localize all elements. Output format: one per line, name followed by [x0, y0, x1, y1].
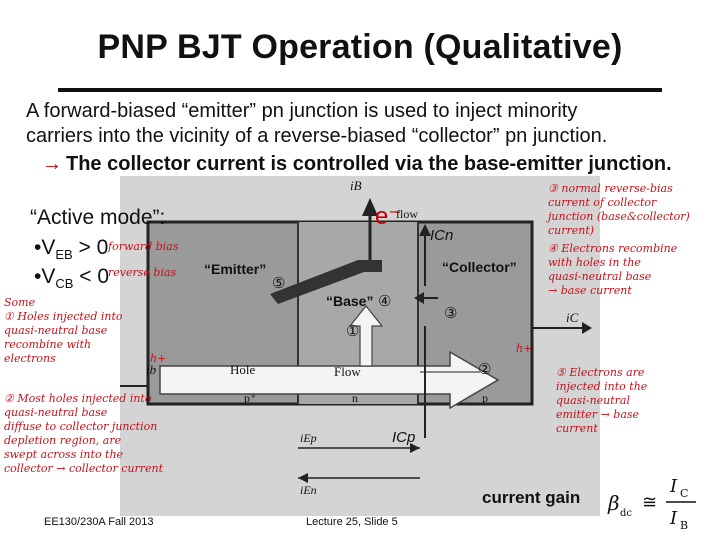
circled-3: ③	[444, 305, 457, 322]
electron-flow-arrow	[270, 260, 382, 304]
current-gain-label: current gain	[482, 488, 581, 507]
intro-line-3-text: The collector current is controlled via …	[66, 153, 672, 175]
note-right-3-line: current)	[548, 224, 595, 237]
note-left-2-line: diffuse to collector junction	[4, 420, 158, 433]
formula-approx: ≅	[642, 492, 657, 513]
note-right-4-line: ④ Electrons recombine	[548, 242, 678, 255]
cond-vcb-value: < 0	[73, 265, 110, 288]
active-mode-title: “Active mode”:	[30, 206, 166, 229]
base-lead-arrow-icon	[362, 198, 378, 216]
circled-2: ②	[478, 361, 491, 378]
footer-course: EE130/230A Fall 2013	[44, 516, 154, 528]
intro-line-3: →The collector current is controlled via…	[42, 153, 672, 176]
formula-beta: β	[607, 491, 620, 515]
note-left-1-line: ① Holes injected into	[4, 310, 123, 323]
cond-veb-v: •V	[34, 236, 56, 259]
cond-vcb-v: •V	[34, 265, 56, 288]
label-icn: ICn	[430, 227, 453, 244]
note-left-1: Some ① Holes injected into quasi-neutral…	[4, 296, 123, 366]
label-p-plus: p⁺	[244, 391, 256, 405]
note-right-3-line: ③ normal reverse-bias	[548, 182, 673, 195]
title-underline	[58, 88, 662, 92]
formula-denominator: I	[669, 508, 678, 529]
intro-line-1: A forward-biased “emitter” pn junction i…	[26, 100, 578, 122]
note-right-3-line: junction (base&collector)	[548, 210, 690, 223]
condition-vcb: •VCB < 0	[34, 265, 109, 291]
label-ic: iC	[566, 310, 579, 325]
ic-arrow-icon	[582, 322, 592, 334]
current-gain-formula: β dc ≅ I C I B	[607, 476, 696, 532]
note-right-5-line: emitter → base	[556, 408, 640, 421]
page-title: PNP BJT Operation (Qualitative)	[97, 28, 623, 66]
note-right-4: ④ Electrons recombine with holes in the …	[548, 242, 677, 298]
note-right-5-line: injected into the	[556, 380, 648, 393]
label-p: p	[482, 391, 488, 405]
circled-5: ⑤	[272, 275, 285, 292]
note-left-1-line: recombine with	[4, 338, 92, 351]
recombination-arrow	[348, 305, 384, 367]
formula-numerator-sub: C	[680, 487, 688, 500]
leakage-arrow-icon	[414, 292, 424, 304]
note-right-3-line: current of collector	[548, 196, 657, 209]
hole-flow-arrow	[159, 350, 500, 410]
label-collector: “Collector”	[442, 259, 517, 275]
label-n: n	[352, 391, 358, 405]
note-forward-bias: forward bias	[108, 240, 179, 253]
iep-arrow-icon	[410, 443, 420, 453]
note-left-1-line: Some	[4, 296, 36, 309]
note-left-2-line: ② Most holes injected into	[4, 392, 152, 405]
note-left-2-line: swept across into the	[4, 448, 124, 461]
note-reverse-bias: reverse bias	[108, 266, 177, 279]
circled-1: ①	[346, 323, 359, 340]
label-emitter: “Emitter”	[204, 261, 266, 277]
note-left-1-line: quasi-neutral base	[4, 324, 108, 337]
ien-arrow-icon	[298, 473, 308, 483]
note-right-4-line: → base current	[548, 284, 632, 297]
label-iep: iEp	[300, 431, 317, 445]
footer-slide-number: Lecture 25, Slide 5	[306, 516, 398, 528]
label-ie: ib	[146, 362, 157, 377]
condition-veb: •VEB > 0	[34, 236, 108, 262]
label-ib: iB	[350, 178, 362, 193]
label-e-minus: e⁻	[375, 203, 401, 230]
note-right-5: ⑤ Electrons are injected into the quasi-…	[556, 366, 647, 436]
note-right-4-line: quasi-neutral base	[548, 270, 652, 283]
label-flow: Flow	[334, 364, 361, 379]
note-left-2-line: collector → collector current	[4, 462, 164, 475]
cond-veb-sub: EB	[55, 247, 73, 263]
circled-4: ④	[378, 293, 391, 310]
note-left-2: ② Most holes injected into quasi-neutral…	[4, 392, 163, 476]
note-left-2-line: quasi-neutral base	[4, 406, 108, 419]
arrow-icon: →	[42, 153, 62, 175]
cond-vcb-sub: CB	[55, 276, 74, 292]
label-base: “Base”	[326, 293, 373, 309]
label-ien: iEn	[300, 483, 317, 497]
note-left-1-line: electrons	[4, 352, 56, 365]
bjt-figure: iB flow e⁻ ICn “Emitter” “Collector” “Ba…	[120, 176, 600, 516]
note-h-plus-right: h+	[516, 342, 533, 355]
note-h-plus-left: h+	[150, 352, 167, 365]
label-hole: Hole	[230, 362, 256, 377]
note-right-5-line: quasi-neutral	[556, 394, 630, 407]
note-right-5-line: ⑤ Electrons are	[556, 366, 645, 379]
label-icp: ICp	[392, 429, 415, 446]
formula-beta-sub: dc	[620, 508, 632, 519]
icn-arrow-icon	[419, 224, 431, 236]
intro-line-2: carriers into the vicinity of a reverse-…	[26, 125, 608, 147]
formula-denominator-sub: B	[680, 519, 688, 532]
note-right-4-line: with holes in the	[548, 256, 641, 269]
cond-veb-value: > 0	[72, 236, 109, 259]
note-right-5-line: current	[556, 422, 598, 435]
label-flow-top: flow	[396, 207, 418, 221]
note-right-3: ③ normal reverse-bias current of collect…	[548, 182, 690, 238]
formula-numerator: I	[669, 476, 678, 497]
note-left-2-line: depletion region, are	[4, 434, 122, 447]
